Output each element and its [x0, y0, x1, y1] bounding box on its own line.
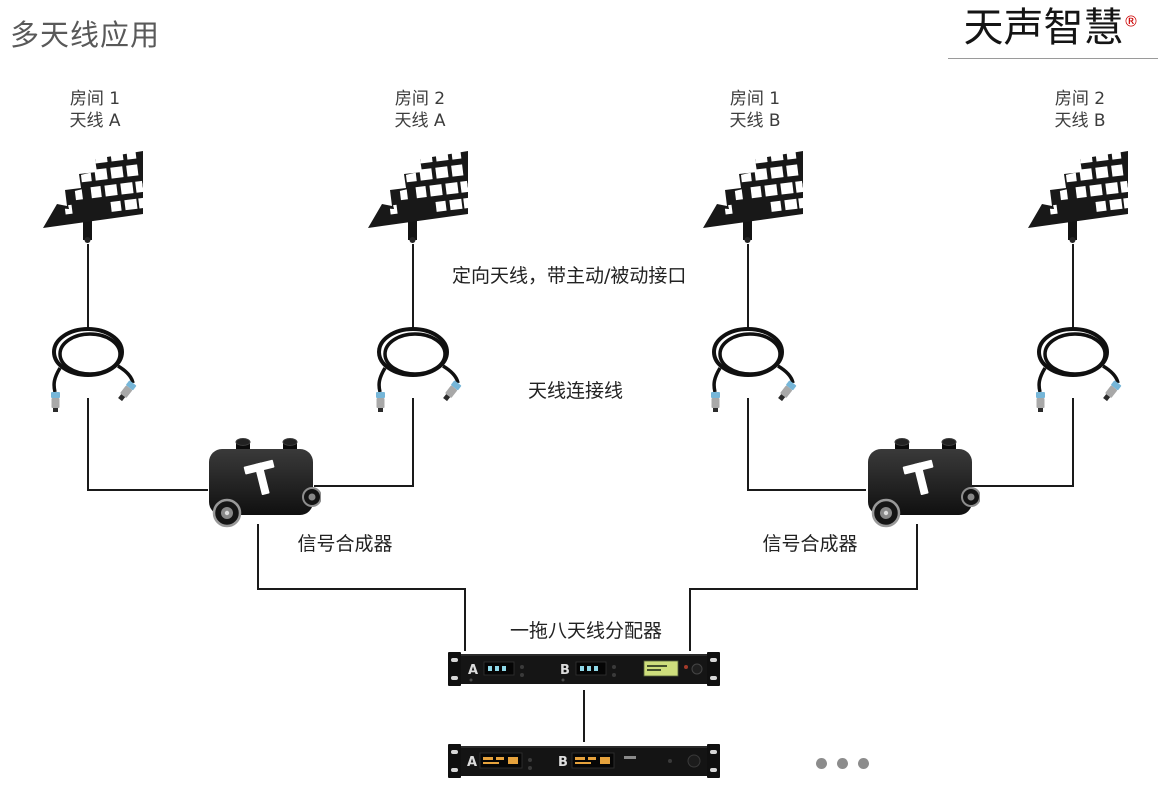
- cable-3: [702, 322, 798, 412]
- antenna-4-channel: 天线 B: [1054, 111, 1106, 131]
- antenna-4-label: 房间 2 天线 B: [1020, 88, 1140, 132]
- antenna-1-label: 房间 1 天线 A: [35, 88, 155, 132]
- page-title: 多天线应用: [10, 18, 161, 52]
- wireless-receiver: [448, 741, 720, 781]
- cable-4: [1027, 322, 1123, 412]
- antenna-2-channel: 天线 A: [394, 111, 446, 131]
- antenna-3-channel: 天线 B: [729, 111, 781, 131]
- antenna-3: [693, 146, 811, 244]
- cable-1: [42, 322, 138, 412]
- brand-logo-text: 天声智慧: [963, 5, 1124, 50]
- antenna-3-label: 房间 1 天线 B: [695, 88, 815, 132]
- antenna-4: [1018, 146, 1136, 244]
- antenna-1: [33, 146, 151, 244]
- antenna-4-room: 房间 2: [1054, 89, 1106, 109]
- combiner-left-label: 信号合成器: [297, 533, 393, 555]
- signal-combiner-right: [854, 437, 980, 532]
- antenna-distributor: [448, 649, 720, 689]
- combiner-right-label: 信号合成器: [762, 533, 858, 555]
- ellipsis-dots: [816, 758, 869, 769]
- registered-trademark-mark: ®: [1123, 12, 1139, 31]
- brand-logo: 天声智慧®: [948, 4, 1158, 59]
- antenna-2: [358, 146, 476, 244]
- antenna-2-label: 房间 2 天线 A: [360, 88, 480, 132]
- antenna-2-room: 房间 2: [394, 89, 446, 109]
- antenna-3-room: 房间 1: [729, 89, 781, 109]
- cable-note: 天线连接线: [528, 380, 624, 402]
- signal-combiner-left: [195, 437, 321, 532]
- distributor-label: 一拖八天线分配器: [509, 620, 662, 642]
- antenna-1-channel: 天线 A: [69, 111, 121, 131]
- cable-2: [367, 322, 463, 412]
- directional-antenna-note: 定向天线，带主动/被动接口: [452, 265, 687, 287]
- antenna-1-room: 房间 1: [69, 89, 121, 109]
